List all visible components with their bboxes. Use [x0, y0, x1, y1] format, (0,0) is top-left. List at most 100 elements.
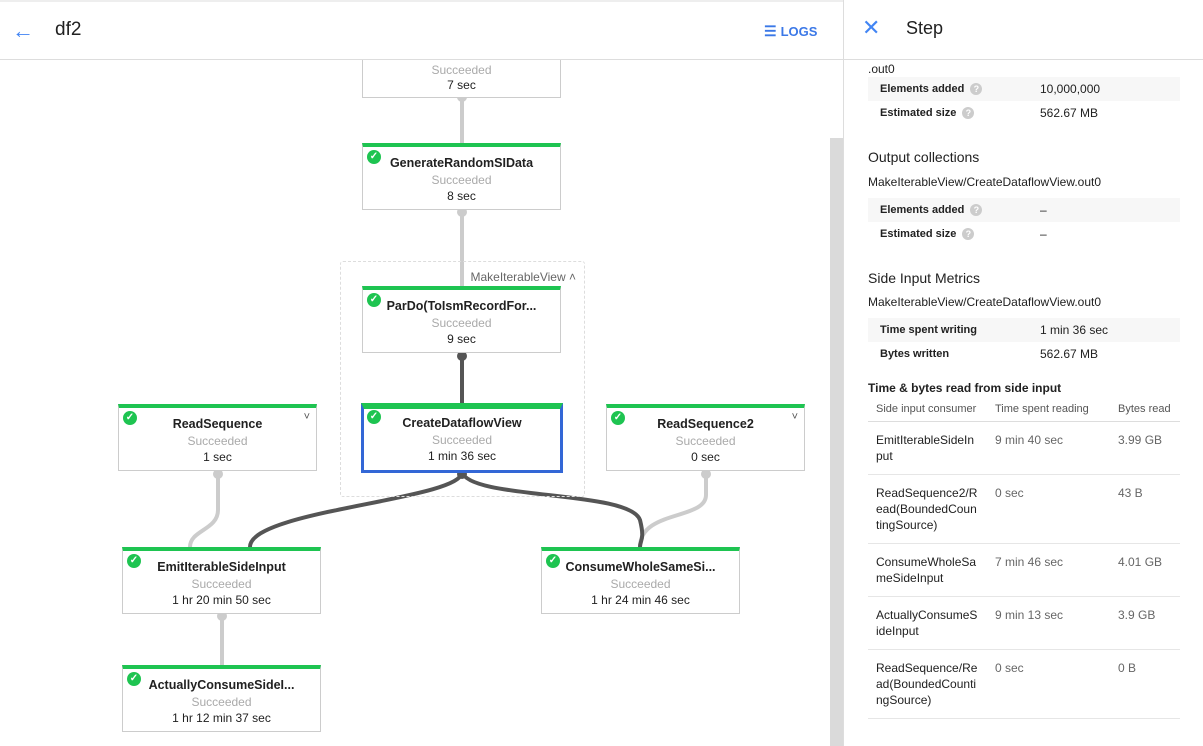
graph-node[interactable]: ✓ ParDo(ToIsmRecordFor... Succeeded 9 sec	[362, 286, 561, 353]
node-name: ActuallyConsumeSideI...	[148, 678, 295, 692]
chevron-down-icon[interactable]: ˅	[791, 411, 798, 423]
metric-label: Time spent writing	[880, 324, 977, 336]
table-cell: ReadSequence/Read(BoundedCountingSource)	[868, 649, 987, 719]
side-input-heading: Side Input Metrics	[868, 270, 981, 286]
node-status: Succeeded	[431, 173, 492, 187]
table-cell: 3.9 GB	[1110, 596, 1180, 650]
table-cell: 0 sec	[987, 649, 1110, 719]
check-icon: ✓	[367, 150, 381, 164]
node-status: Succeeded	[431, 316, 492, 330]
help-icon[interactable]: ?	[962, 107, 975, 119]
node-status: Succeeded	[675, 434, 736, 448]
node-name: EmitIterableSideInput	[157, 560, 286, 574]
close-icon[interactable]: ✕	[862, 15, 881, 40]
panel-title: Step	[906, 18, 944, 38]
node-name: ReadSequence	[172, 417, 263, 431]
edge-port	[213, 469, 223, 479]
logs-label: LOGS	[780, 24, 818, 39]
group-collapse-toggle[interactable]: MakeIterableView ˄	[470, 270, 576, 284]
metric-value: –	[1040, 203, 1047, 217]
node-name: ReadSequence2	[657, 417, 754, 431]
step-panel: ✕ Step .out0 Elements added? 10,000,000 E…	[843, 0, 1203, 746]
side-input-name: MakeIterableView/CreateDataflowView.out0	[868, 295, 1102, 309]
metric-value: 10,000,000	[1040, 82, 1101, 96]
top-bar: ← df2 ☰LOGS	[0, 0, 843, 60]
table-cell: 7 min 46 sec	[987, 543, 1110, 597]
logs-button[interactable]: ☰LOGS	[764, 23, 817, 40]
node-duration: 1 hr 12 min 37 sec	[172, 711, 271, 725]
metric-label: Estimated size	[880, 228, 957, 240]
check-icon: ✓	[546, 554, 560, 568]
graph-node[interactable]: ✓ ActuallyConsumeSideI... Succeeded 1 hr 12…	[122, 665, 321, 732]
metric-row: Elements added? –	[868, 198, 1180, 222]
table-cell: EmitIterableSideInput	[868, 421, 987, 475]
edge	[460, 470, 645, 548]
chevron-up-icon: ˄	[568, 270, 576, 284]
scrollbar[interactable]	[830, 138, 843, 746]
edge	[638, 472, 708, 548]
metric-value: 562.67 MB	[1040, 347, 1099, 361]
check-icon: ✓	[127, 672, 141, 686]
node-duration: 1 hr 24 min 46 sec	[591, 593, 690, 607]
graph-node[interactable]: ✓ ConsumeWholeSameSi... Succeeded 1 hr 24 m…	[541, 547, 740, 614]
node-duration: 9 sec	[447, 332, 476, 346]
table-cell: ActuallyConsumeSideInput	[868, 596, 987, 650]
node-duration: 8 sec	[447, 189, 476, 203]
chevron-down-icon[interactable]: ˅	[303, 411, 310, 423]
table-row: ReadSequence/Read(BoundedCountingSource)…	[868, 649, 1180, 719]
table-cell: 43 B	[1110, 474, 1180, 544]
input-collection-name: .out0	[868, 62, 895, 76]
metric-label: Estimated size	[880, 107, 957, 119]
output-heading: Output collections	[868, 149, 980, 165]
node-status: Succeeded	[610, 577, 671, 591]
node-status: Succeeded	[431, 63, 492, 77]
node-duration: 7 sec	[447, 78, 476, 92]
group-label: MakeIterableView	[470, 270, 566, 284]
table-cell: 9 min 40 sec	[987, 421, 1110, 475]
help-icon[interactable]: ?	[970, 83, 983, 95]
column-header: Side input consumer	[868, 397, 987, 422]
check-icon: ✓	[367, 293, 381, 307]
node-status: Succeeded	[431, 433, 493, 447]
check-icon: ✓	[123, 411, 137, 425]
node-duration: 1 min 36 sec	[427, 449, 497, 463]
table-cell: 0 B	[1110, 649, 1180, 719]
node-name: ParDo(ToIsmRecordFor...	[386, 299, 537, 313]
help-icon[interactable]: ?	[970, 204, 983, 216]
table-cell: 3.99 GB	[1110, 421, 1180, 475]
metric-label: Elements added	[880, 204, 965, 216]
node-status: Succeeded	[187, 434, 248, 448]
help-icon[interactable]: ?	[962, 228, 975, 240]
side-input-read-table: Side input consumer Time spent reading B…	[868, 397, 1180, 719]
metric-value: 1 min 36 sec	[1040, 323, 1109, 337]
node-name: ConsumeWholeSameSi...	[565, 560, 716, 574]
job-title: df2	[55, 19, 82, 40]
node-duration: 1 sec	[203, 450, 232, 464]
column-header: Time spent reading	[987, 397, 1110, 422]
panel-header: ✕ Step	[844, 0, 1203, 60]
metric-row: Elements added?10,000,000	[868, 77, 1180, 101]
table-cell: ReadSequence2/Read(BoundedCountingSource…	[868, 474, 987, 544]
edge-port	[701, 469, 711, 479]
check-icon: ✓	[611, 411, 625, 425]
node-status: Succeeded	[191, 577, 252, 591]
node-status: Succeeded	[191, 695, 252, 709]
column-header: Bytes read	[1110, 397, 1180, 422]
edge-port	[457, 351, 467, 361]
edge	[248, 471, 464, 548]
table-cell: 0 sec	[987, 474, 1110, 544]
back-arrow-icon[interactable]: ←	[12, 18, 34, 43]
table-cell: ConsumeWholeSameSideInput	[868, 543, 987, 597]
node-duration: 1 hr 20 min 50 sec	[172, 593, 271, 607]
node-name: CreateDataflowView	[402, 416, 522, 430]
metric-row: Estimated size?562.67 MB	[868, 101, 1180, 125]
